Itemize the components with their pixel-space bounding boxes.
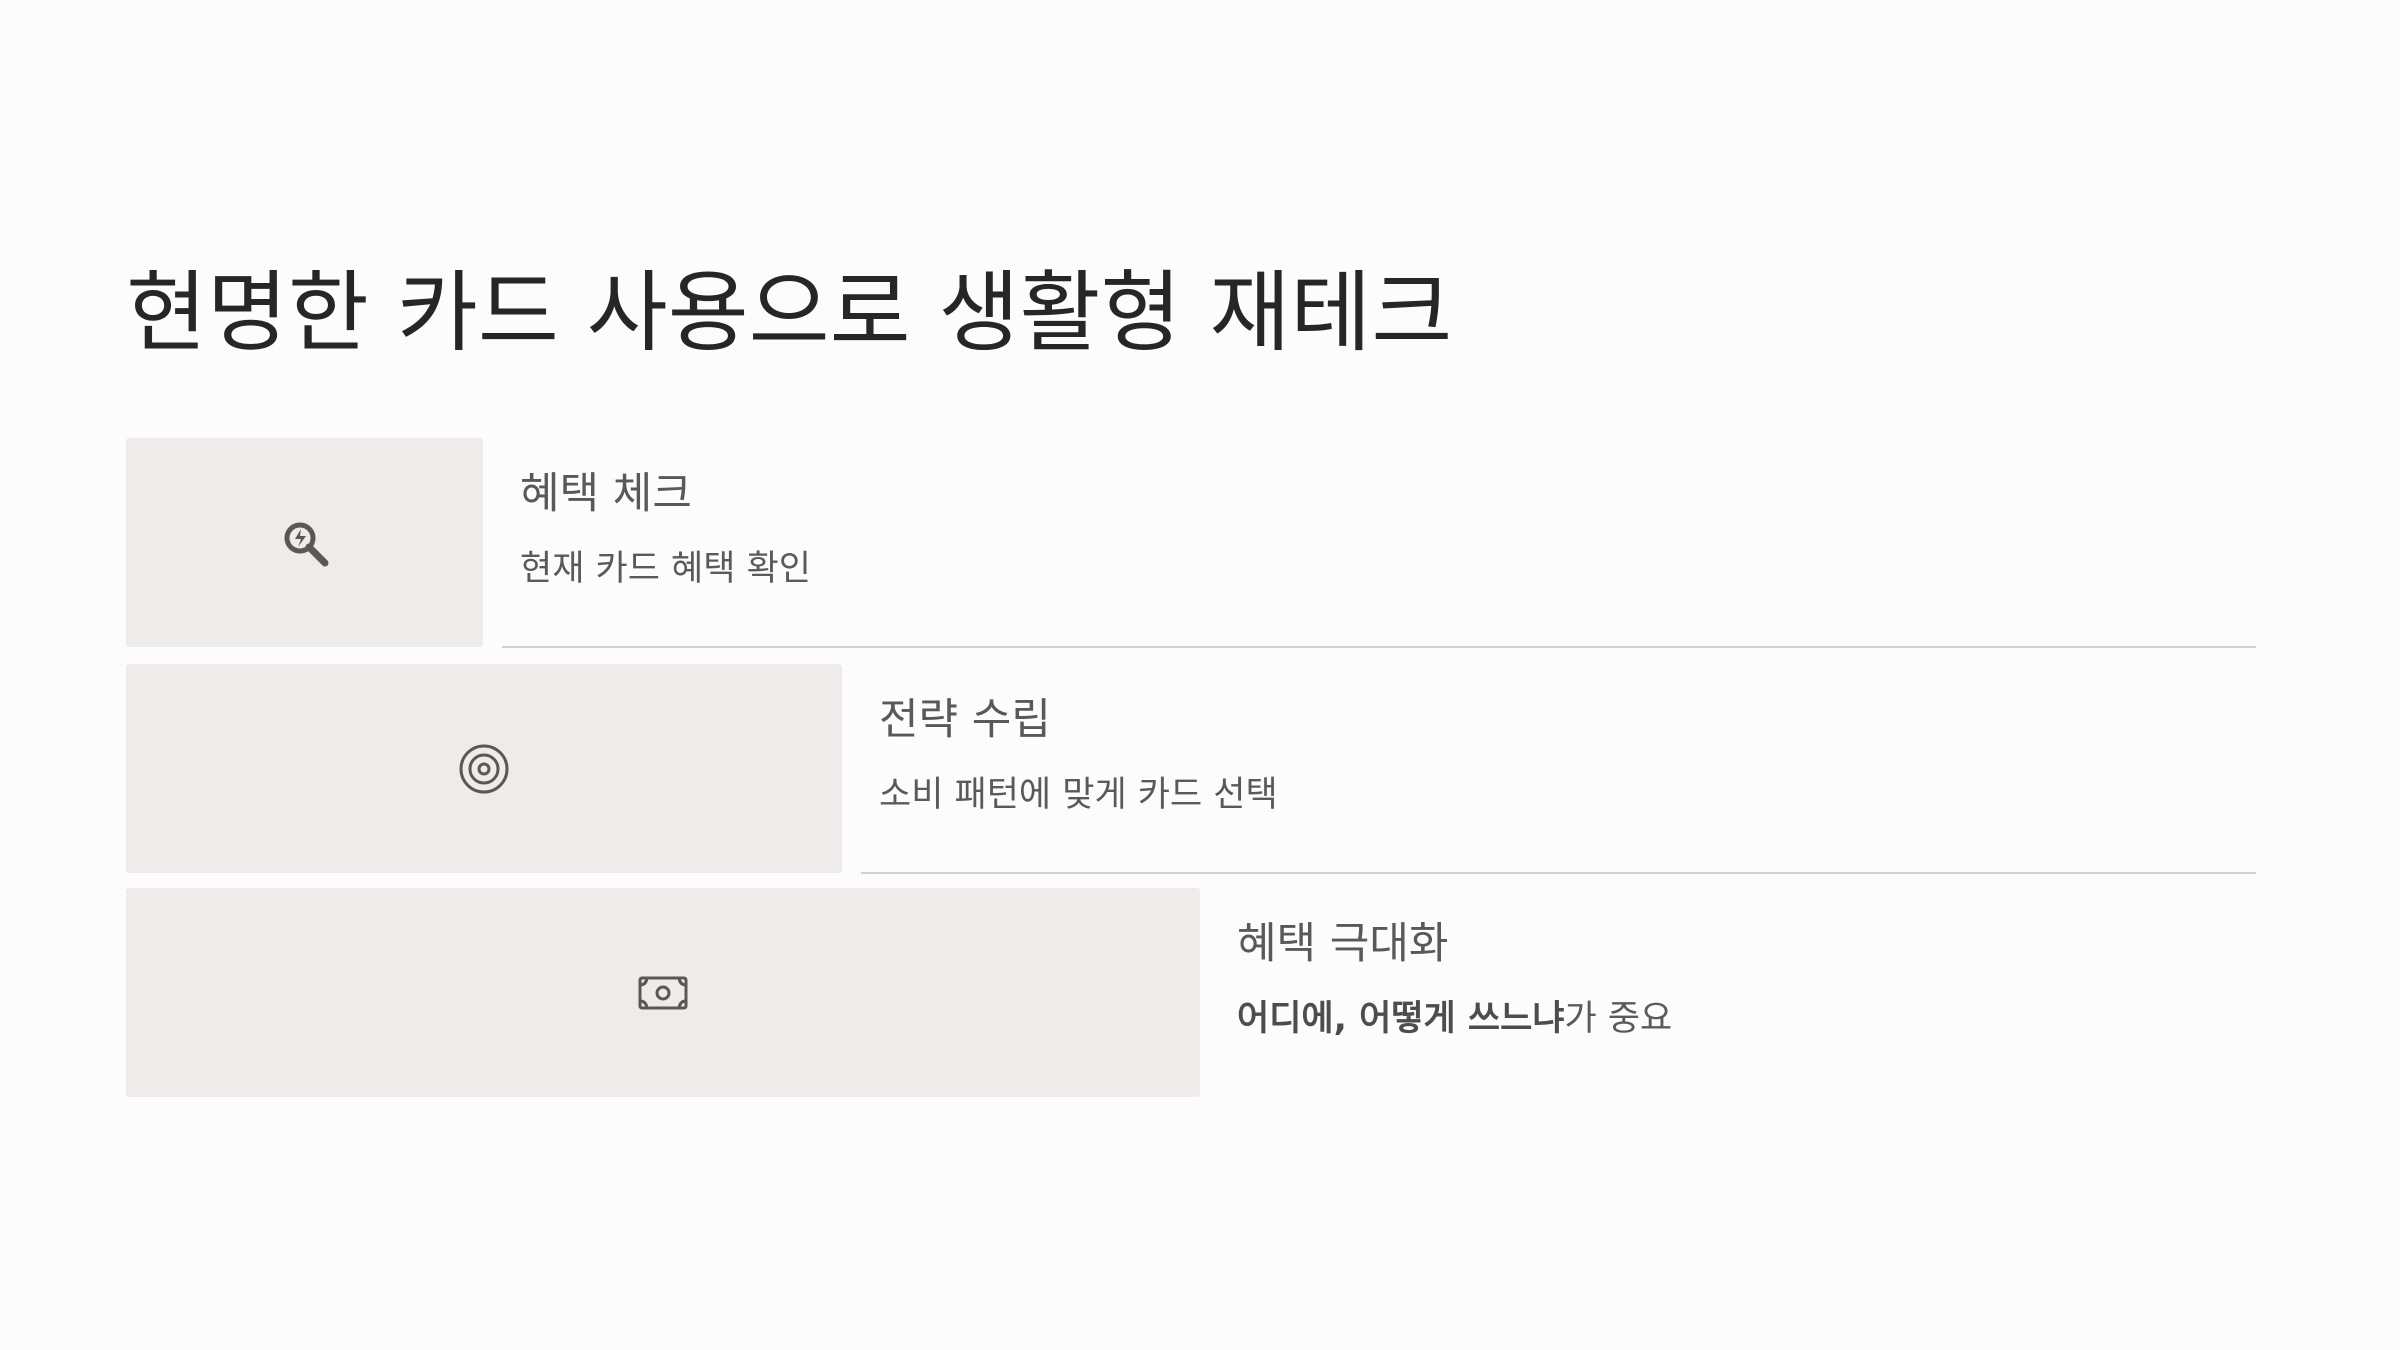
divider <box>502 646 2256 648</box>
step-description: 어디에, 어떻게 쓰느냐가 중요 <box>1237 995 1672 1043</box>
target-icon <box>459 744 509 793</box>
step-icon-box <box>126 664 842 873</box>
slide-title: 현명한 카드 사용으로 생활형 재테크 <box>126 261 1453 364</box>
step-heading: 전략 수립 <box>879 695 1051 745</box>
banknote-icon <box>638 976 688 1009</box>
step-heading: 혜택 극대화 <box>1237 919 1449 969</box>
step-icon-box <box>126 438 483 647</box>
divider <box>861 872 2256 874</box>
step-description-emphasis: 어디에, 어떻게 쓰느냐 <box>1237 999 1565 1039</box>
step-icon-box <box>126 888 1200 1097</box>
step-description: 소비 패턴에 맞게 카드 선택 <box>879 775 1278 815</box>
step-description-rest: 가 중요 <box>1564 999 1673 1039</box>
search-money-icon <box>284 522 328 566</box>
step-heading: 혜택 체크 <box>520 469 692 519</box>
step-description: 현재 카드 혜택 확인 <box>520 549 811 589</box>
